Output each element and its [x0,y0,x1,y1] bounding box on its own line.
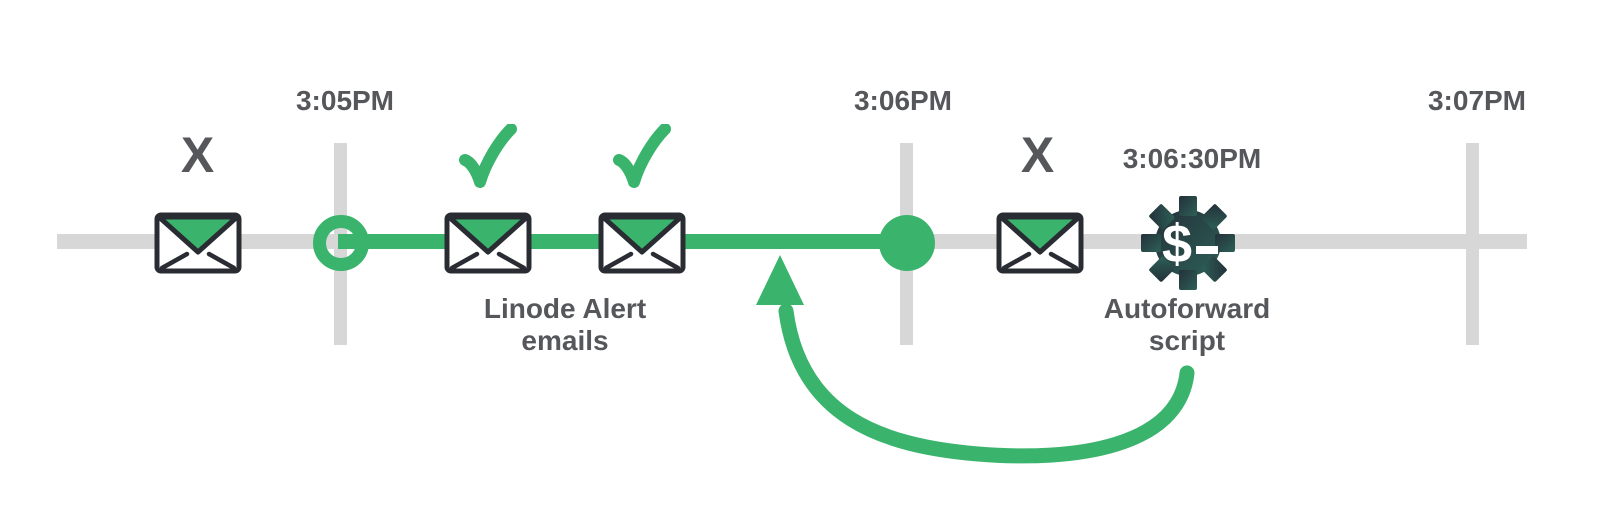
email-envelope-icon-1 [154,212,242,274]
dollar-sign-glyph: $ [1162,214,1192,274]
autoforward-script-gear-icon: $ [1141,196,1235,290]
tick-3-07pm [1466,143,1479,345]
missed-email-x-mark-2: X [1020,127,1056,183]
time-label-3-06-30pm: 3:06:30PM [1122,143,1262,174]
email-envelope-icon-2 [444,212,532,274]
underscore-dash [1196,246,1218,254]
email-envelope-icon-3 [598,212,686,274]
email-envelope-icon-4 [996,212,1084,274]
autoforward-script-caption: Autoforward script [1057,293,1317,357]
caption-line-2: emails [521,325,609,356]
time-label-3-07pm: 3:07PM [1427,85,1527,116]
interval-start-ring-icon [313,215,369,271]
caption-line-1: Autoforward [1103,293,1271,324]
caption-line-2: script [1148,325,1226,356]
time-label-3-06pm: 3:06PM [853,85,953,116]
checkmark-icon-2 [613,124,671,188]
arrowhead [756,255,804,305]
checkmark-icon-1 [459,124,517,188]
interval-end-dot-icon [879,215,935,271]
linode-alert-emails-caption: Linode Alert emails [435,293,695,357]
time-label-3-05pm: 3:05PM [295,85,395,116]
caption-line-1: Linode Alert [483,293,647,324]
missed-email-x-mark-1: X [180,127,216,183]
loopback-arrow [756,255,1195,464]
